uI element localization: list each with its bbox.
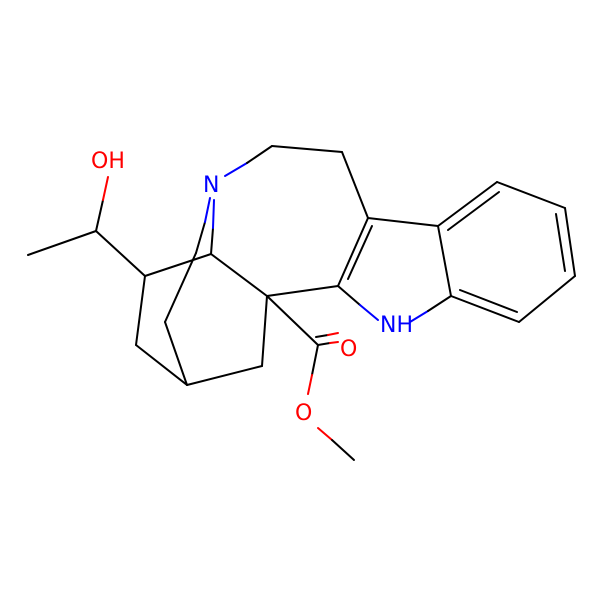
bond-benz-2 bbox=[496, 181, 566, 209]
bond-ch-n-black bbox=[210, 227, 214, 255]
bond-benz-3-double bbox=[555, 213, 566, 272]
bond-quat-carbonyl bbox=[266, 295, 319, 346]
bond-c-ring-2 bbox=[135, 275, 146, 346]
bond-carbonyl-ester-o-black bbox=[311, 344, 319, 376]
bond-c2-c3-double bbox=[347, 225, 373, 280]
bond-c-ring-1 bbox=[144, 253, 212, 277]
bond-benz-5 bbox=[450, 295, 520, 323]
bond-n-c7a-black bbox=[427, 295, 452, 312]
bond-ester-o-methyl-black bbox=[331, 439, 355, 461]
bond-quat-c2 bbox=[266, 285, 339, 297]
bond-ester-o-methyl-red bbox=[317, 427, 333, 441]
bond-benz-4 bbox=[518, 275, 576, 323]
bond-cage-n-blue bbox=[204, 197, 211, 223]
bond-n-c7a-blue bbox=[409, 310, 429, 323]
bond-benz-1 bbox=[437, 181, 498, 227]
amine-nitrogen-label: N bbox=[203, 173, 219, 198]
bond-c-ring-3 bbox=[135, 344, 188, 386]
bond-carbonyl-o2-black bbox=[315, 334, 329, 338]
bond-c2-n-blue bbox=[359, 304, 379, 321]
bond-cage-n-black bbox=[195, 221, 206, 254]
bond-carbonyl-o-red bbox=[329, 341, 339, 344]
bond-c3-c3a bbox=[367, 217, 439, 227]
bond-ch-n-blue bbox=[212, 199, 215, 229]
bond-methyl-carbinol bbox=[27, 230, 97, 256]
bond-carbinol-oxygen bbox=[95, 199, 104, 232]
carbonyl-oxygen-label: O bbox=[340, 337, 357, 362]
bond-ch2-indole bbox=[341, 151, 369, 219]
bond-carbinol-ring bbox=[95, 230, 146, 277]
bond-c2-c3 bbox=[337, 217, 369, 287]
ester-oxygen-label: O bbox=[295, 401, 312, 426]
bond-benz-3 bbox=[564, 207, 576, 277]
bond-c-ring-4 bbox=[164, 321, 188, 386]
bond-ch2-ch2 bbox=[271, 145, 343, 153]
bond-n-ch2-black bbox=[246, 145, 273, 164]
bond-carbonyl-ester-o-red bbox=[307, 374, 313, 395]
bond-c-ring-8 bbox=[210, 253, 268, 297]
bond-carbonyl-o-black bbox=[317, 342, 331, 346]
bond-carbonyl-o2-red bbox=[327, 332, 339, 336]
bond-c-ring-6 bbox=[186, 365, 263, 386]
bond-benz-1-double bbox=[447, 191, 500, 231]
bond-c3a-c7a bbox=[437, 225, 452, 297]
bond-carbinol-oxygen-red bbox=[102, 176, 109, 201]
bond-c2-n-black bbox=[337, 285, 361, 306]
indole-nh-label: NH bbox=[380, 313, 413, 338]
bond-c-ring-7 bbox=[261, 295, 268, 367]
bond-n-ch2-blue bbox=[224, 162, 248, 177]
hydroxyl-label: OH bbox=[91, 149, 125, 174]
bond-c-ring-5 bbox=[164, 252, 197, 323]
bond-benz-5-double bbox=[459, 289, 518, 313]
